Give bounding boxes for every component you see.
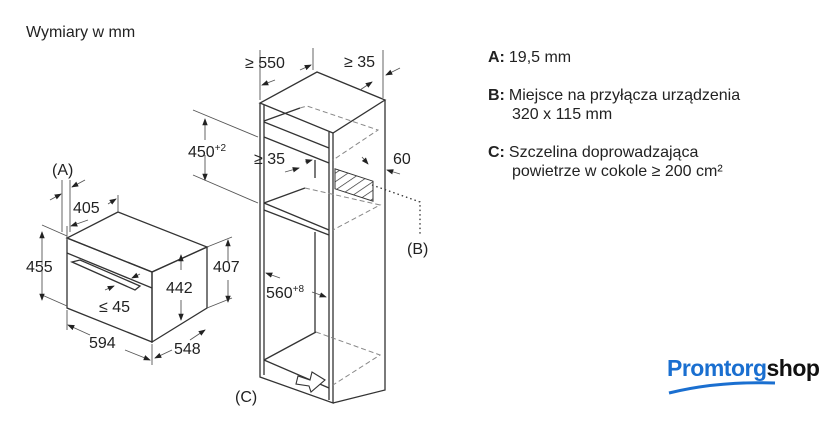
label-a: (A) — [52, 162, 73, 179]
label-b: (B) — [407, 241, 428, 258]
dim-560: 560+8 — [266, 284, 305, 302]
dim-60: 60 — [393, 151, 411, 168]
label-c: (C) — [235, 389, 257, 406]
promtorgshop-logo: Promtorgshop — [667, 355, 820, 395]
dim-405: 405 — [73, 200, 100, 217]
cabinet-top — [258, 71, 387, 134]
logo-swoosh — [668, 381, 776, 395]
dim-35-inner: ≥ 35 — [254, 151, 285, 168]
dim-35-top: ≥ 35 — [344, 54, 375, 71]
diagram-title: Wymiary w mm — [26, 24, 136, 41]
legend-a: A:19,5 mm — [488, 49, 572, 66]
dim-455: 455 — [26, 259, 53, 276]
connection-area — [334, 168, 374, 202]
oven-front — [66, 237, 153, 343]
oven-drawing: (A) 405 455 442 407 ≤ 45 594 548 — [26, 162, 240, 365]
dim-442: 442 — [166, 280, 193, 297]
dim-550: ≥ 550 — [245, 55, 285, 72]
cabinet-drawing: ≥ 550 ≥ 35 450+2 ≥ 35 60 (B) 560+8 (C) — [188, 48, 428, 406]
oven-handle — [70, 259, 142, 291]
air-inlet-arrow — [295, 371, 326, 393]
dim-594: 594 — [89, 335, 116, 352]
dim-407: 407 — [213, 259, 240, 276]
dim-45: ≤ 45 — [99, 299, 130, 316]
dim-450: 450+2 — [188, 143, 227, 161]
dim-548: 548 — [174, 341, 201, 358]
